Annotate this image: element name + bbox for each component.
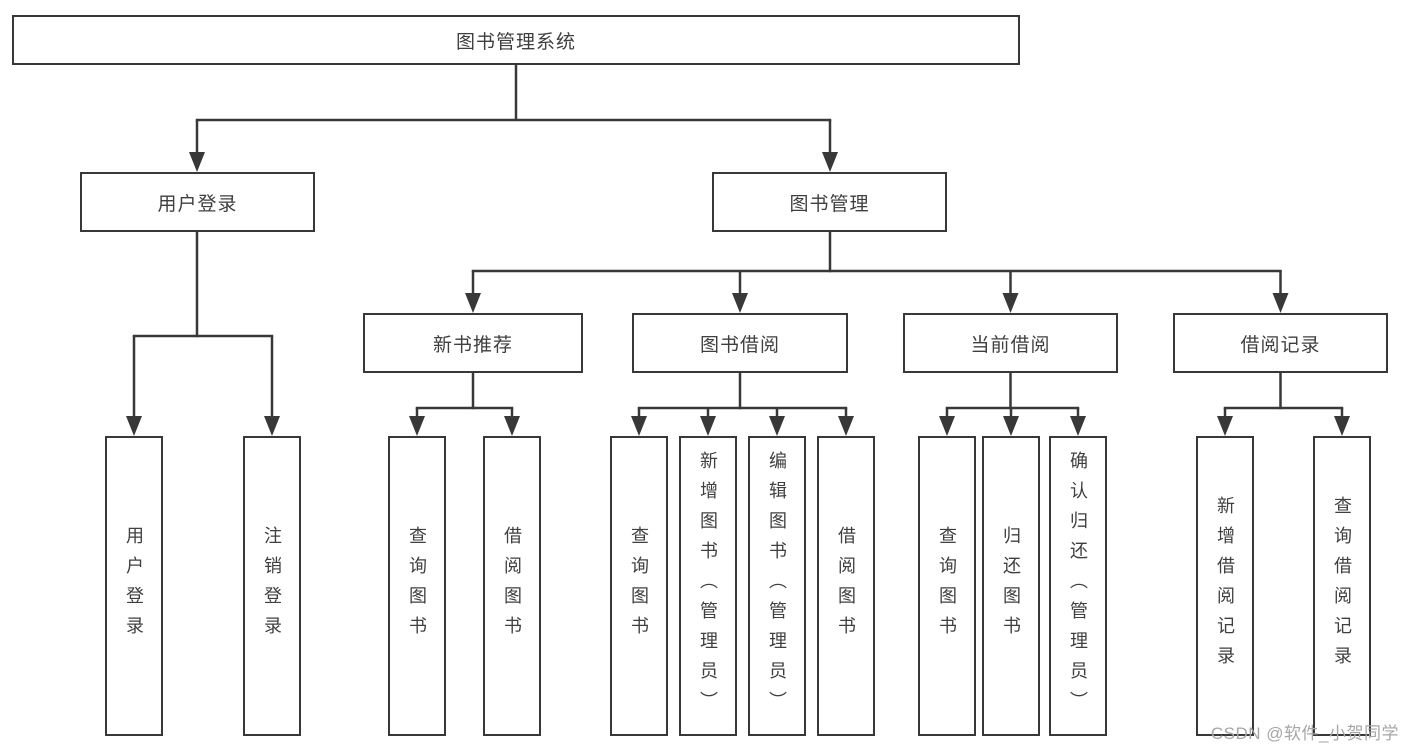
leaf-return-books-label: 归还图书: [1001, 526, 1021, 646]
leaf-user-login: 用户登录: [105, 436, 163, 736]
leaf-logout: 注销登录: [243, 436, 301, 736]
leaf-add-book-admin-label: 新增图书（管理员）: [698, 451, 718, 721]
leaf-borrow-books: 借阅图书: [817, 436, 875, 736]
leaf-borrow-books-label: 借阅图书: [836, 526, 856, 646]
leaf-query-books-current-label: 查询图书: [937, 526, 957, 646]
leaf-add-borrow-record-label: 新增借阅记录: [1215, 496, 1235, 676]
node-user-login: 用户登录: [80, 172, 315, 232]
csdn-watermark: CSDN @软件_小贺同学: [1210, 724, 1399, 743]
leaf-query-books-borrow: 查询图书: [610, 436, 668, 736]
leaf-add-borrow-record: 新增借阅记录: [1196, 436, 1254, 736]
leaf-query-borrow-record: 查询借阅记录: [1313, 436, 1371, 736]
leaf-edit-book-admin: 编辑图书（管理员）: [748, 436, 806, 736]
leaf-logout-label: 注销登录: [262, 526, 282, 646]
node-library-management-system: 图书管理系统: [12, 15, 1020, 65]
leaf-add-book-admin: 新增图书（管理员）: [679, 436, 737, 736]
leaf-query-books-borrow-label: 查询图书: [629, 526, 649, 646]
leaf-confirm-return-admin-label: 确认归还（管理员）: [1068, 451, 1088, 721]
leaf-borrow-books-newbook-label: 借阅图书: [502, 526, 522, 646]
leaf-edit-book-admin-label: 编辑图书（管理员）: [767, 451, 787, 721]
leaf-confirm-return-admin: 确认归还（管理员）: [1049, 436, 1107, 736]
leaf-user-login-label: 用户登录: [124, 526, 144, 646]
node-book-management: 图书管理: [712, 172, 947, 232]
leaf-query-books-newbook: 查询图书: [388, 436, 446, 736]
node-current-borrowing: 当前借阅: [903, 313, 1118, 373]
leaf-query-books-current: 查询图书: [918, 436, 976, 736]
node-borrowing-records: 借阅记录: [1173, 313, 1388, 373]
leaf-query-borrow-record-label: 查询借阅记录: [1332, 496, 1352, 676]
node-new-book-recommend: 新书推荐: [363, 313, 583, 373]
node-book-borrowing: 图书借阅: [632, 313, 848, 373]
leaf-return-books: 归还图书: [982, 436, 1040, 736]
leaf-borrow-books-newbook: 借阅图书: [483, 436, 541, 736]
leaf-query-books-newbook-label: 查询图书: [407, 526, 427, 646]
